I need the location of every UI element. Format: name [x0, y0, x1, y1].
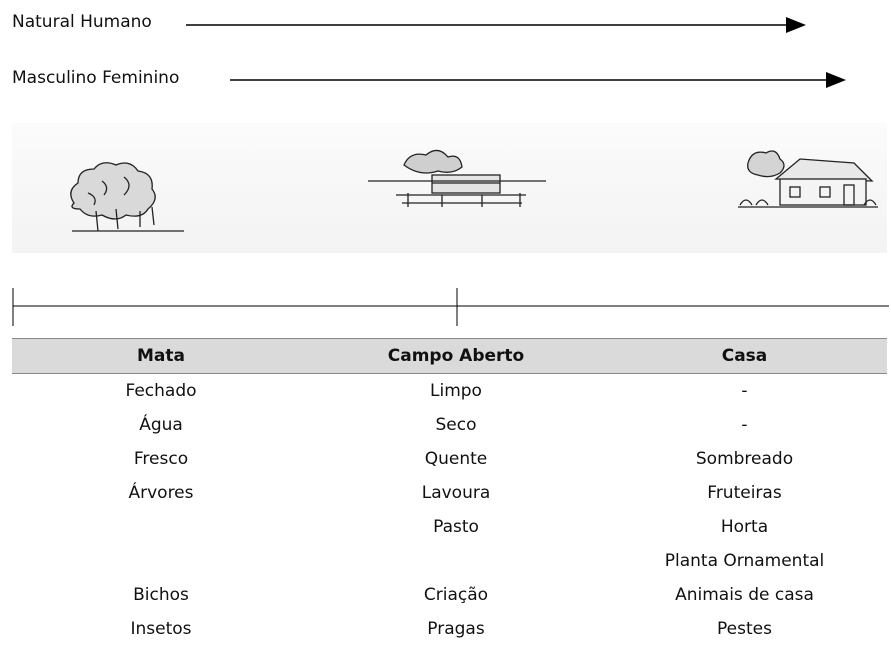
field-drawing — [368, 149, 546, 207]
axis-natural-humano: Natural Humano — [12, 12, 152, 32]
axis-masculino-feminino: Masculino Feminino — [12, 68, 179, 88]
table-cell: Insetos — [130, 619, 192, 639]
table-row: Água Seco - — [12, 408, 887, 442]
table-cell: Pasto — [433, 517, 479, 537]
header-mata: Mata — [12, 338, 310, 374]
table-cell: Animais de casa — [675, 585, 814, 605]
table-row: Insetos Pragas Pestes — [12, 612, 887, 646]
table-cell: Limpo — [430, 381, 482, 401]
table-cell — [12, 544, 310, 578]
table-cell: Árvores — [128, 483, 194, 503]
table-cell: Fruteiras — [707, 483, 782, 503]
table-cell: Fechado — [125, 381, 197, 401]
arrow-natural-humano — [186, 17, 806, 33]
table-cell: Seco — [435, 415, 477, 435]
table-row: Bichos Criação Animais de casa — [12, 578, 887, 612]
table-cell: Bichos — [133, 585, 189, 605]
table-cell: Planta Ornamental — [664, 551, 825, 571]
table-cell: Pestes — [717, 619, 772, 639]
table-cell: - — [741, 381, 748, 401]
table-cell: Sombreado — [695, 449, 794, 469]
forest-drawing — [70, 162, 184, 232]
axis-label: Masculino Feminino — [12, 68, 180, 88]
arrow-masculino-feminino — [230, 72, 846, 88]
table-cell: Criação — [423, 585, 489, 605]
landscape-illustration — [12, 123, 887, 253]
table-cell — [12, 510, 310, 544]
table-row: Fechado Limpo - — [12, 374, 887, 409]
table-cell: Água — [139, 415, 183, 435]
table-cell: Pragas — [427, 619, 485, 639]
timeline-bracket — [12, 288, 889, 326]
comparison-table: Mata Campo Aberto Casa Fechado Limpo - Á… — [12, 338, 887, 646]
axis-label: Natural Humano — [12, 12, 152, 32]
table-row: Planta Ornamental — [12, 544, 887, 578]
table-cell: Horta — [720, 517, 769, 537]
table-cell: Quente — [424, 449, 488, 469]
table-cell: Lavoura — [421, 483, 491, 503]
table-row: Fresco Quente Sombreado — [12, 442, 887, 476]
table-cell: - — [741, 415, 748, 435]
table-row: Árvores Lavoura Fruteiras — [12, 476, 887, 510]
landscape-sketches — [70, 149, 878, 232]
table-cell — [310, 544, 602, 578]
header-casa: Casa — [602, 338, 887, 374]
header-campo-aberto: Campo Aberto — [310, 338, 602, 374]
table-row: Pasto Horta — [12, 510, 887, 544]
table-cell: Fresco — [133, 449, 189, 469]
table-header-row: Mata Campo Aberto Casa — [12, 338, 887, 374]
house-drawing — [738, 150, 878, 208]
